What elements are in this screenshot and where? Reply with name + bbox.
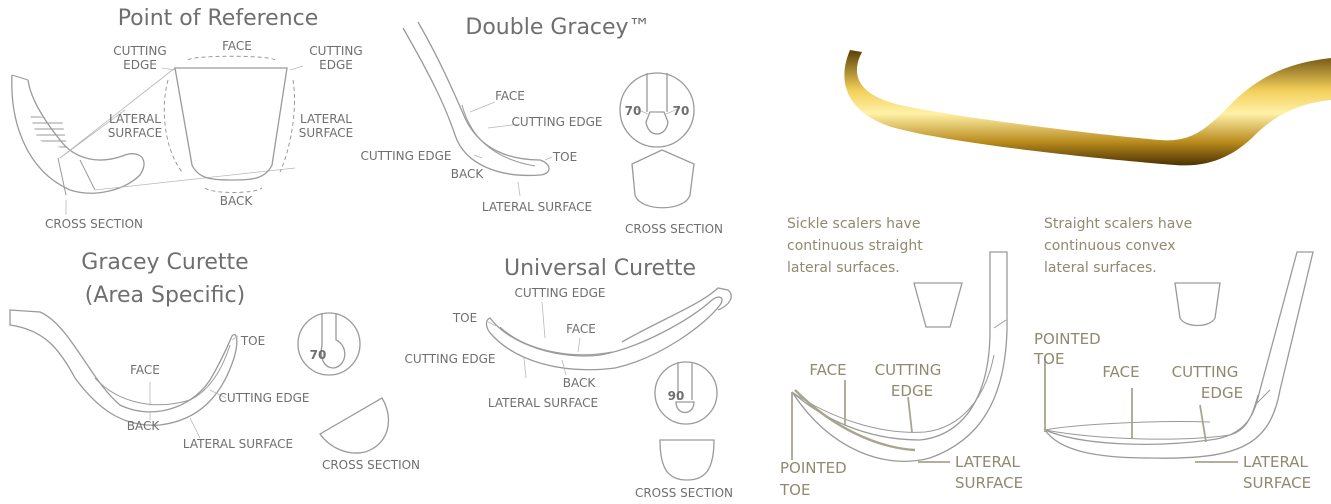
dg-cross-section-shape [632,150,694,208]
label-cross-section: CROSS SECTION [45,217,143,231]
gracey-curette-diagram: Gracey Curette (Area Specific) TOE FACE … [10,250,420,472]
label-uc-cutting-edge-top: CUTTING EDGE [515,286,606,300]
back-bracket [205,188,262,193]
label-dg-face: FACE [495,89,525,103]
label-st-face: FACE [1102,363,1139,381]
straight-face-upper [1045,422,1210,430]
label-gc-cutting-edge: CUTTING EDGE [219,391,310,405]
label-dg-toe: TOE [552,150,577,164]
right-lateral-bracket [280,80,295,172]
label-dg-lateral-surface: LATERAL SURFACE [482,200,592,214]
sickle-scaler-instrument [792,252,1007,461]
label-uc-toe: TOE [452,311,477,325]
hatched-lateral-area [30,115,68,150]
dg-angle-left: 70 [625,104,642,118]
label-uc-back: BACK [563,376,597,390]
double-gracey-title: Double Gracey™ [465,15,650,40]
label-gc-toe: TOE [240,334,265,348]
sickle-cross-section [914,283,962,327]
dg-angle-right: 70 [673,104,690,118]
universal-curette-title: Universal Curette [504,256,696,281]
uc-angle-blade [676,362,694,413]
label-dg-back: BACK [451,167,485,181]
label-dg-cutting-edge-2: CUTTING EDGE [361,149,452,163]
label-back: BACK [220,194,254,208]
gc-angle: 70 [310,348,327,362]
label-dg-cutting-edge-1: CUTTING EDGE [512,115,603,129]
double-gracey-diagram: Double Gracey™ FACE CUTTING EDGE CUTTING… [361,15,724,236]
label-ss-face: FACE [809,361,846,379]
gracey-curette-title-line1: Gracey Curette [81,250,248,275]
label-uc-lateral-surface: LATERAL SURFACE [488,396,598,410]
label-gc-cross-section: CROSS SECTION [322,458,420,472]
dg-angle-blade [646,73,668,134]
projection-lines [60,68,295,190]
point-of-reference-title: Point of Reference [118,6,319,31]
label-gc-face: FACE [130,363,160,377]
uc-cross-section-shape [660,440,714,480]
uc-pointers [488,302,580,378]
gracey-curette-face-line [95,345,230,405]
label-dg-cross-section: CROSS SECTION [625,222,723,236]
universal-curette-diagram: Universal Curette CUTTING EDGE TOE FACE … [405,256,734,500]
label-face: FACE [222,39,252,53]
label-uc-cross-section: CROSS SECTION [635,486,733,500]
straight-cross-section [1175,283,1220,326]
label-gc-lateral-surface: LATERAL SURFACE [183,437,293,451]
universal-curette-shank [622,288,731,342]
gc-cross-section-shape [320,398,388,453]
cross-section-shape [175,68,287,180]
uc-angle-circle [655,362,717,424]
label-gc-back: BACK [127,419,161,433]
label-uc-face: FACE [566,322,596,336]
gold-instrument-shape [844,50,1331,165]
gracey-curette-instrument [10,310,237,425]
gc-angle-circle [298,313,360,375]
label-uc-cutting-edge-left: CUTTING EDGE [405,352,496,366]
gracey-curette-title-line2: (Area Specific) [85,283,245,308]
face-bracket [188,56,275,60]
uc-angle: 90 [668,389,685,403]
gold-instrument-photo [844,50,1331,165]
